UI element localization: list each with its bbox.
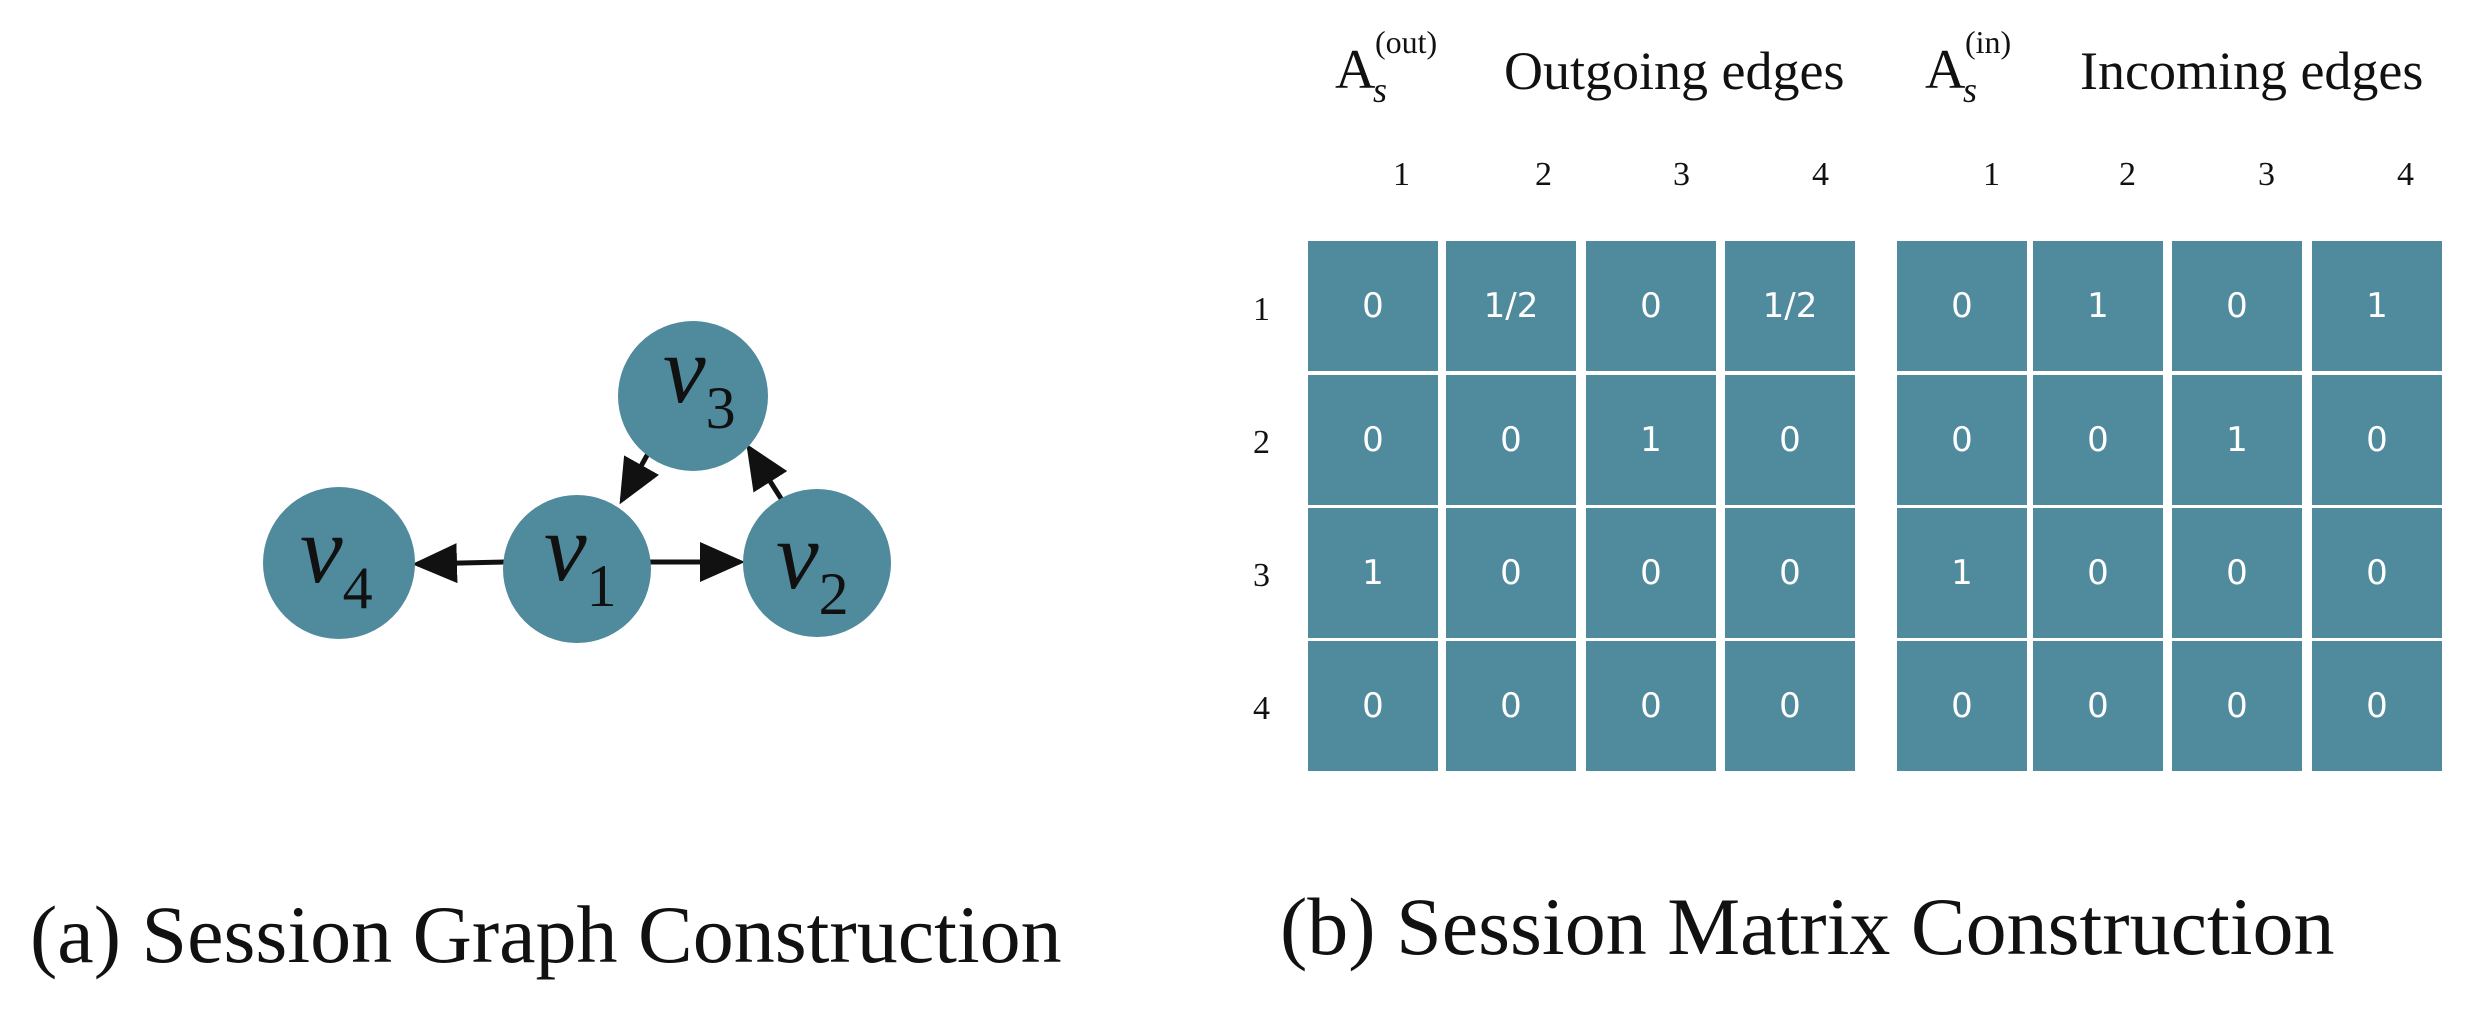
- row-label: 2: [1253, 424, 1270, 461]
- out-col-label: 1: [1393, 156, 1410, 193]
- in-cell: 0: [2172, 641, 2302, 771]
- out-col-label: 4: [1812, 156, 1829, 193]
- in-cell: 0: [2312, 375, 2442, 505]
- out-cell: 0: [1446, 508, 1576, 638]
- out-col-label: 2: [1535, 156, 1552, 193]
- in-cell: 0: [2033, 508, 2163, 638]
- node-v3: [618, 321, 768, 471]
- in-cell: 0: [1897, 641, 2027, 771]
- in-cell: 0: [2033, 641, 2163, 771]
- in-cell: 1: [2312, 241, 2442, 371]
- node-v1: [503, 495, 651, 643]
- out-cell: 0: [1446, 375, 1576, 505]
- out-cell: 0: [1308, 241, 1438, 371]
- in-cell: 0: [2172, 508, 2302, 638]
- out-cell: 0: [1725, 375, 1855, 505]
- out-cell: 1: [1586, 375, 1716, 505]
- in-cell: 0: [2172, 241, 2302, 371]
- in-cell: 0: [2312, 641, 2442, 771]
- out-cell: 1/2: [1725, 241, 1855, 371]
- out-cell: 0: [1308, 375, 1438, 505]
- out-col-label: 3: [1673, 156, 1690, 193]
- node-v4: [263, 487, 415, 639]
- matrix-out-title: Outgoing edges: [1504, 41, 1845, 101]
- out-cell: 0: [1446, 641, 1576, 771]
- out-cell: 0: [1586, 508, 1716, 638]
- in-cell: 0: [2033, 375, 2163, 505]
- edge-v1-v4: [412, 543, 506, 584]
- node-label-v2: v2: [776, 502, 849, 627]
- node-label-v3: v3: [663, 316, 736, 441]
- in-cell: 0: [1897, 375, 2027, 505]
- out-cell: 1: [1308, 508, 1438, 638]
- in-col-label: 1: [1983, 156, 2000, 193]
- matrix-in-symbol: A (in) s: [1925, 24, 2012, 110]
- row-label: 1: [1253, 291, 1270, 328]
- in-cell: 1: [1897, 508, 2027, 638]
- out-cell: 1/2: [1446, 241, 1576, 371]
- caption-a: (a) Session Graph Construction: [30, 889, 1062, 980]
- in-col-label: 2: [2119, 156, 2136, 193]
- row-label: 3: [1253, 557, 1270, 594]
- node-label-v1: v1: [544, 494, 617, 619]
- node-v2: [743, 489, 891, 637]
- in-cell: 1: [2172, 375, 2302, 505]
- matrix-in-title: Incoming edges: [2080, 41, 2424, 101]
- in-cell: 1: [2033, 241, 2163, 371]
- matrix-out-symbol: A (out) s: [1335, 24, 1438, 110]
- in-col-label: 3: [2258, 156, 2275, 193]
- out-cell: 0: [1725, 641, 1855, 771]
- in-cell: 0: [1897, 241, 2027, 371]
- out-cell: 0: [1586, 241, 1716, 371]
- out-cell: 0: [1308, 641, 1438, 771]
- out-cell: 0: [1586, 641, 1716, 771]
- row-label: 4: [1253, 690, 1270, 727]
- node-label-v4: v4: [300, 496, 373, 621]
- in-col-label: 4: [2397, 156, 2414, 193]
- caption-b: (b) Session Matrix Construction: [1280, 881, 2335, 972]
- out-cell: 0: [1725, 508, 1855, 638]
- in-cell: 0: [2312, 508, 2442, 638]
